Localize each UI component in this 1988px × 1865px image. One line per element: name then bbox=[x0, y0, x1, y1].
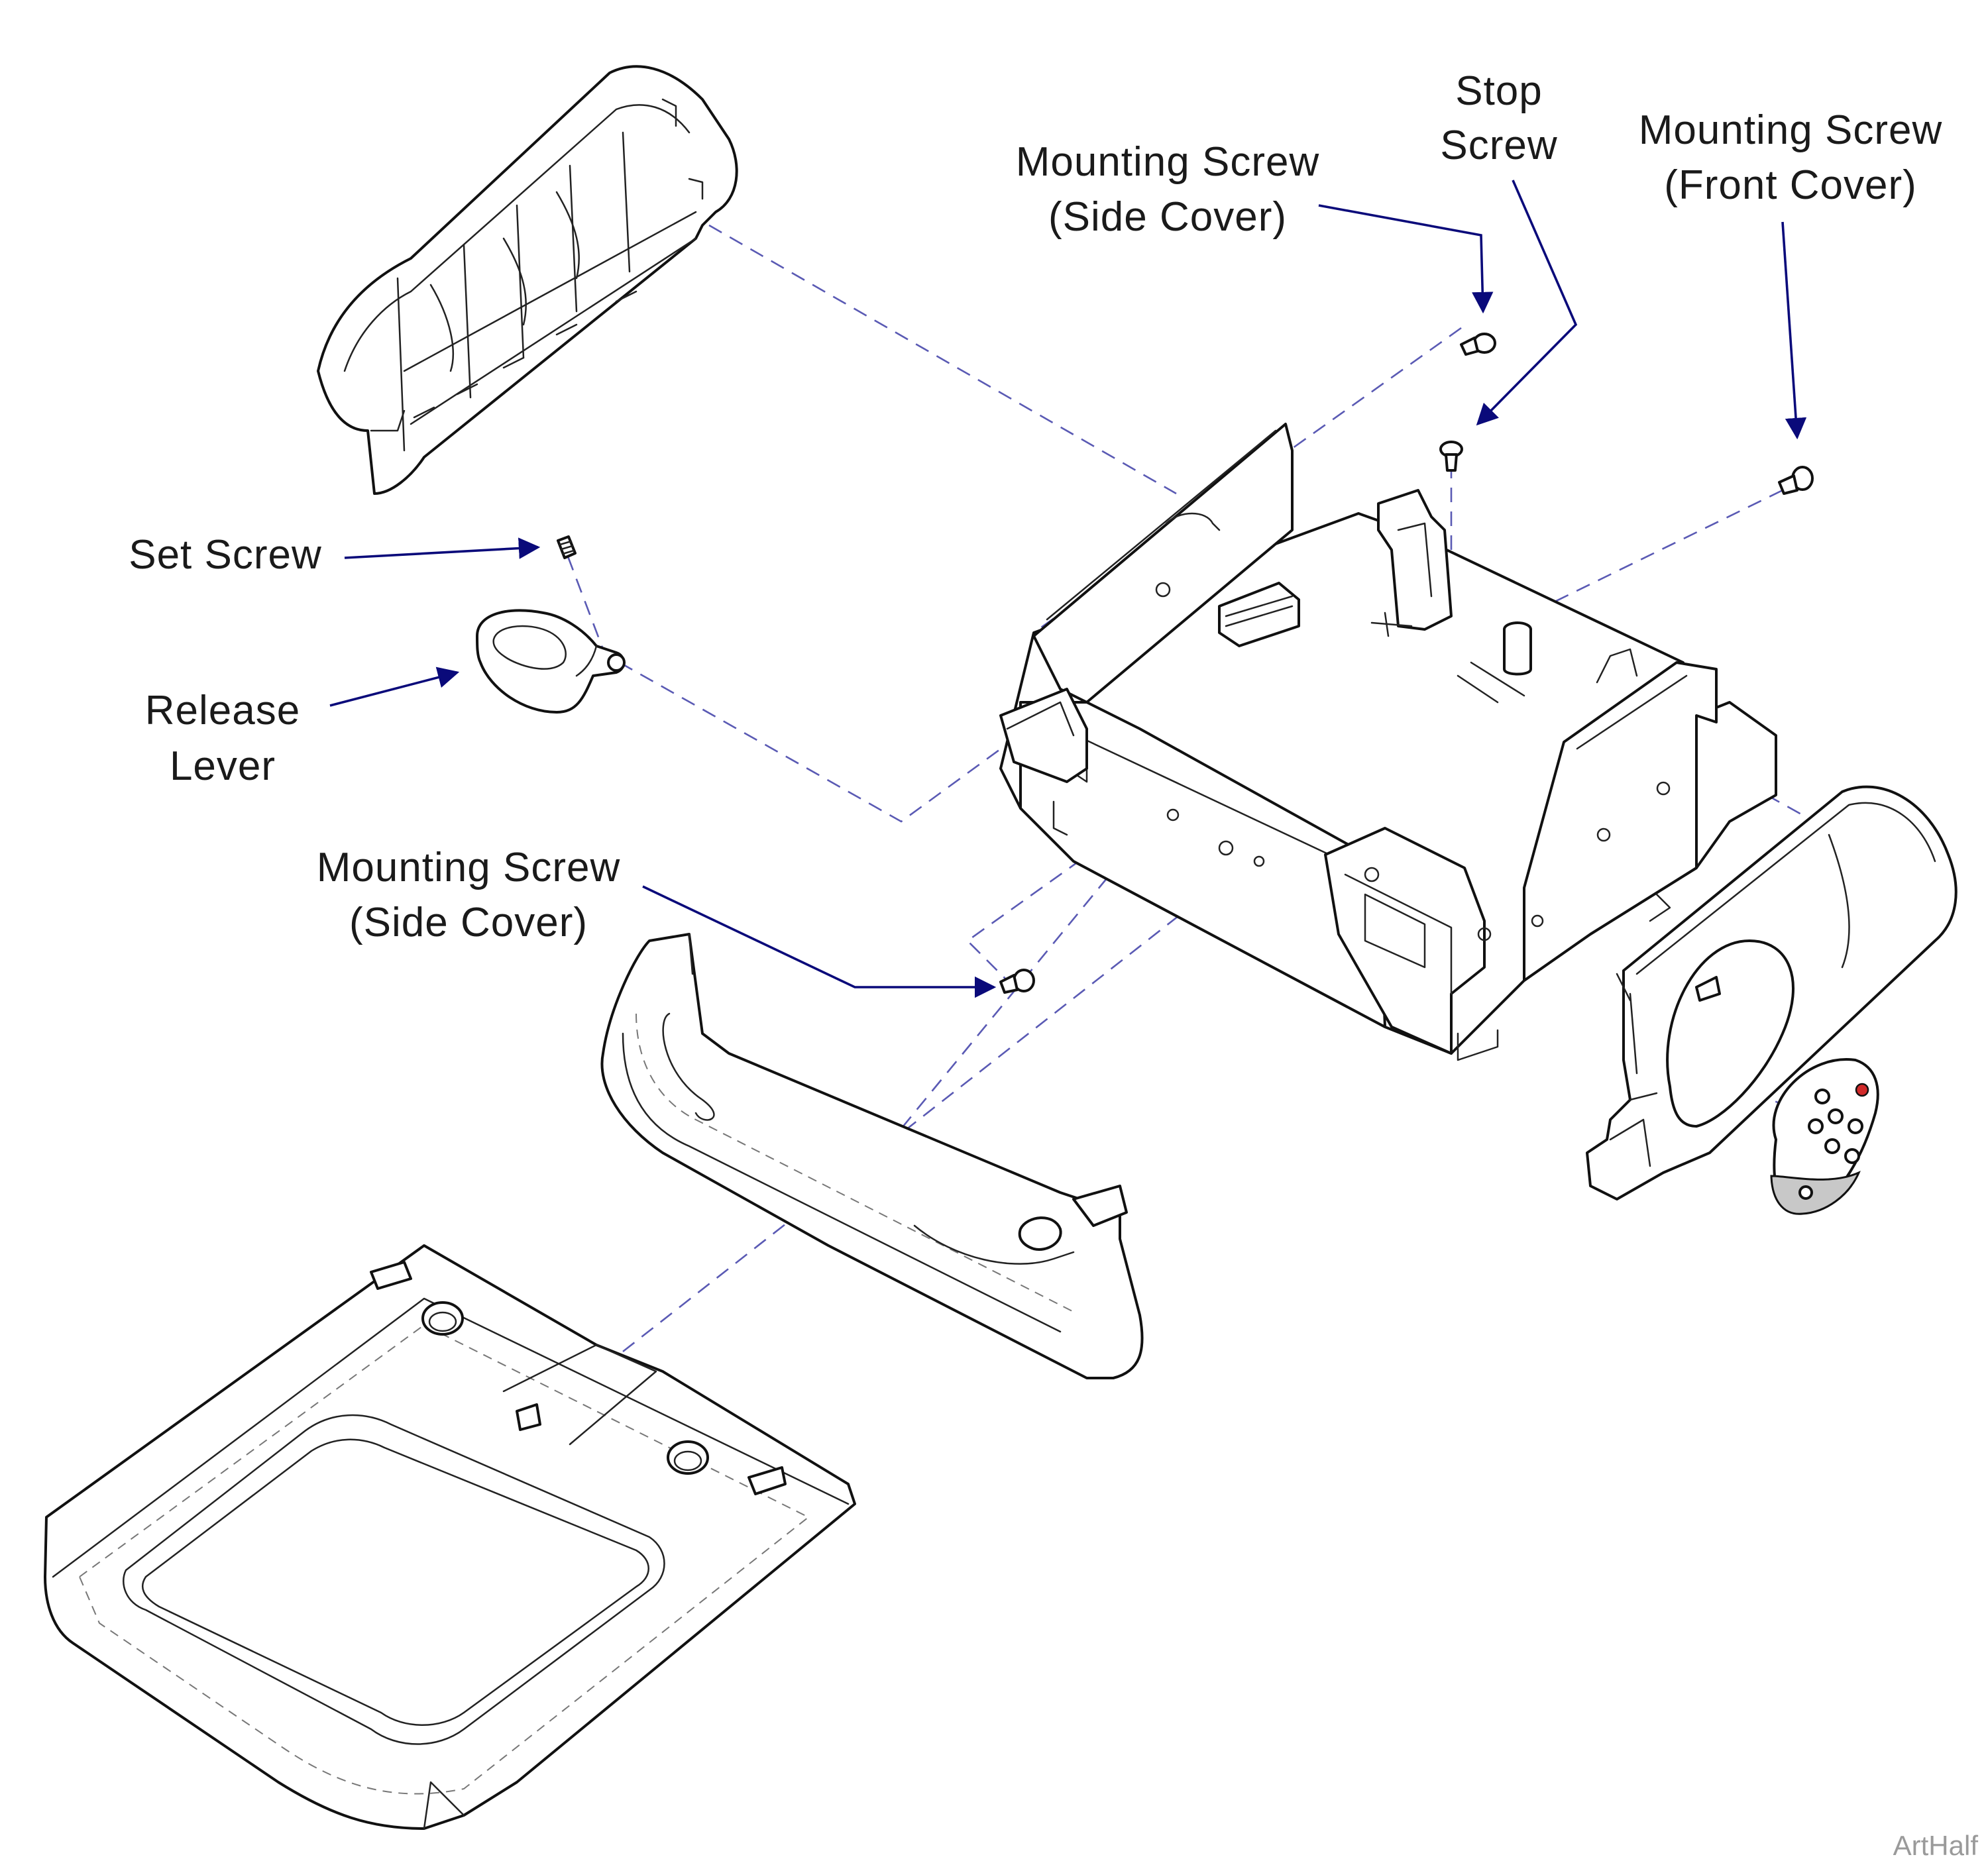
label-mount-front-line2: (Front Cover) bbox=[1664, 162, 1917, 208]
callout-labels: Mounting Screw (Side Cover) Stop Screw M… bbox=[129, 68, 1978, 1861]
label-release-line1: Release bbox=[145, 688, 300, 733]
stop-screw-part bbox=[1439, 441, 1463, 472]
front-cover bbox=[1586, 785, 1958, 1200]
release-lever-part bbox=[476, 609, 626, 714]
label-stop-line2: Screw bbox=[1440, 123, 1557, 168]
mounting-screw-side-bottom-part bbox=[999, 969, 1035, 994]
leader-mount-side-top bbox=[1318, 204, 1494, 314]
watermark-text: ArtHalf bbox=[1893, 1830, 1979, 1861]
label-set-screw: Set Screw bbox=[129, 532, 322, 578]
leader-mount-side-bot bbox=[642, 885, 997, 998]
side-cover bbox=[600, 933, 1144, 1379]
set-screw-part bbox=[557, 535, 577, 559]
chassis-frame bbox=[999, 423, 1777, 1061]
dash-seat-to-frame bbox=[622, 893, 1207, 1353]
label-mount-front-line1: Mounting Screw bbox=[1639, 107, 1943, 153]
dash-release-lever bbox=[619, 661, 1074, 823]
label-mount-side-top-line1: Mounting Screw bbox=[1016, 139, 1320, 185]
hand-control-keypad bbox=[1770, 1058, 1879, 1215]
dash-front-cover-screw bbox=[880, 489, 1783, 1153]
mounting-screw-front-part bbox=[1778, 466, 1814, 495]
label-mount-side-bot-line2: (Side Cover) bbox=[349, 900, 588, 945]
label-release-line2: Lever bbox=[170, 743, 276, 789]
leader-mount-front bbox=[1781, 221, 1807, 440]
label-mount-side-bot-line1: Mounting Screw bbox=[317, 845, 621, 890]
leader-set-screw bbox=[344, 537, 541, 559]
mounting-screw-side-top-part bbox=[1460, 333, 1496, 356]
label-mount-side-top-line2: (Side Cover) bbox=[1048, 194, 1287, 240]
back-cover bbox=[317, 65, 738, 495]
label-stop-line1: Stop bbox=[1455, 68, 1543, 114]
leader-stop-screw bbox=[1476, 180, 1578, 426]
dash-side-screw-bottom bbox=[966, 840, 1107, 988]
seat-base-plate bbox=[44, 1244, 856, 1830]
callout-leaders bbox=[329, 180, 1807, 998]
dash-back-cover-to-frame bbox=[708, 224, 1177, 495]
keypad-red-indicator bbox=[1855, 1083, 1869, 1097]
leader-release-lever bbox=[329, 666, 460, 707]
dash-set-screw bbox=[567, 556, 604, 650]
keypad-gray-base bbox=[1770, 1171, 1861, 1215]
